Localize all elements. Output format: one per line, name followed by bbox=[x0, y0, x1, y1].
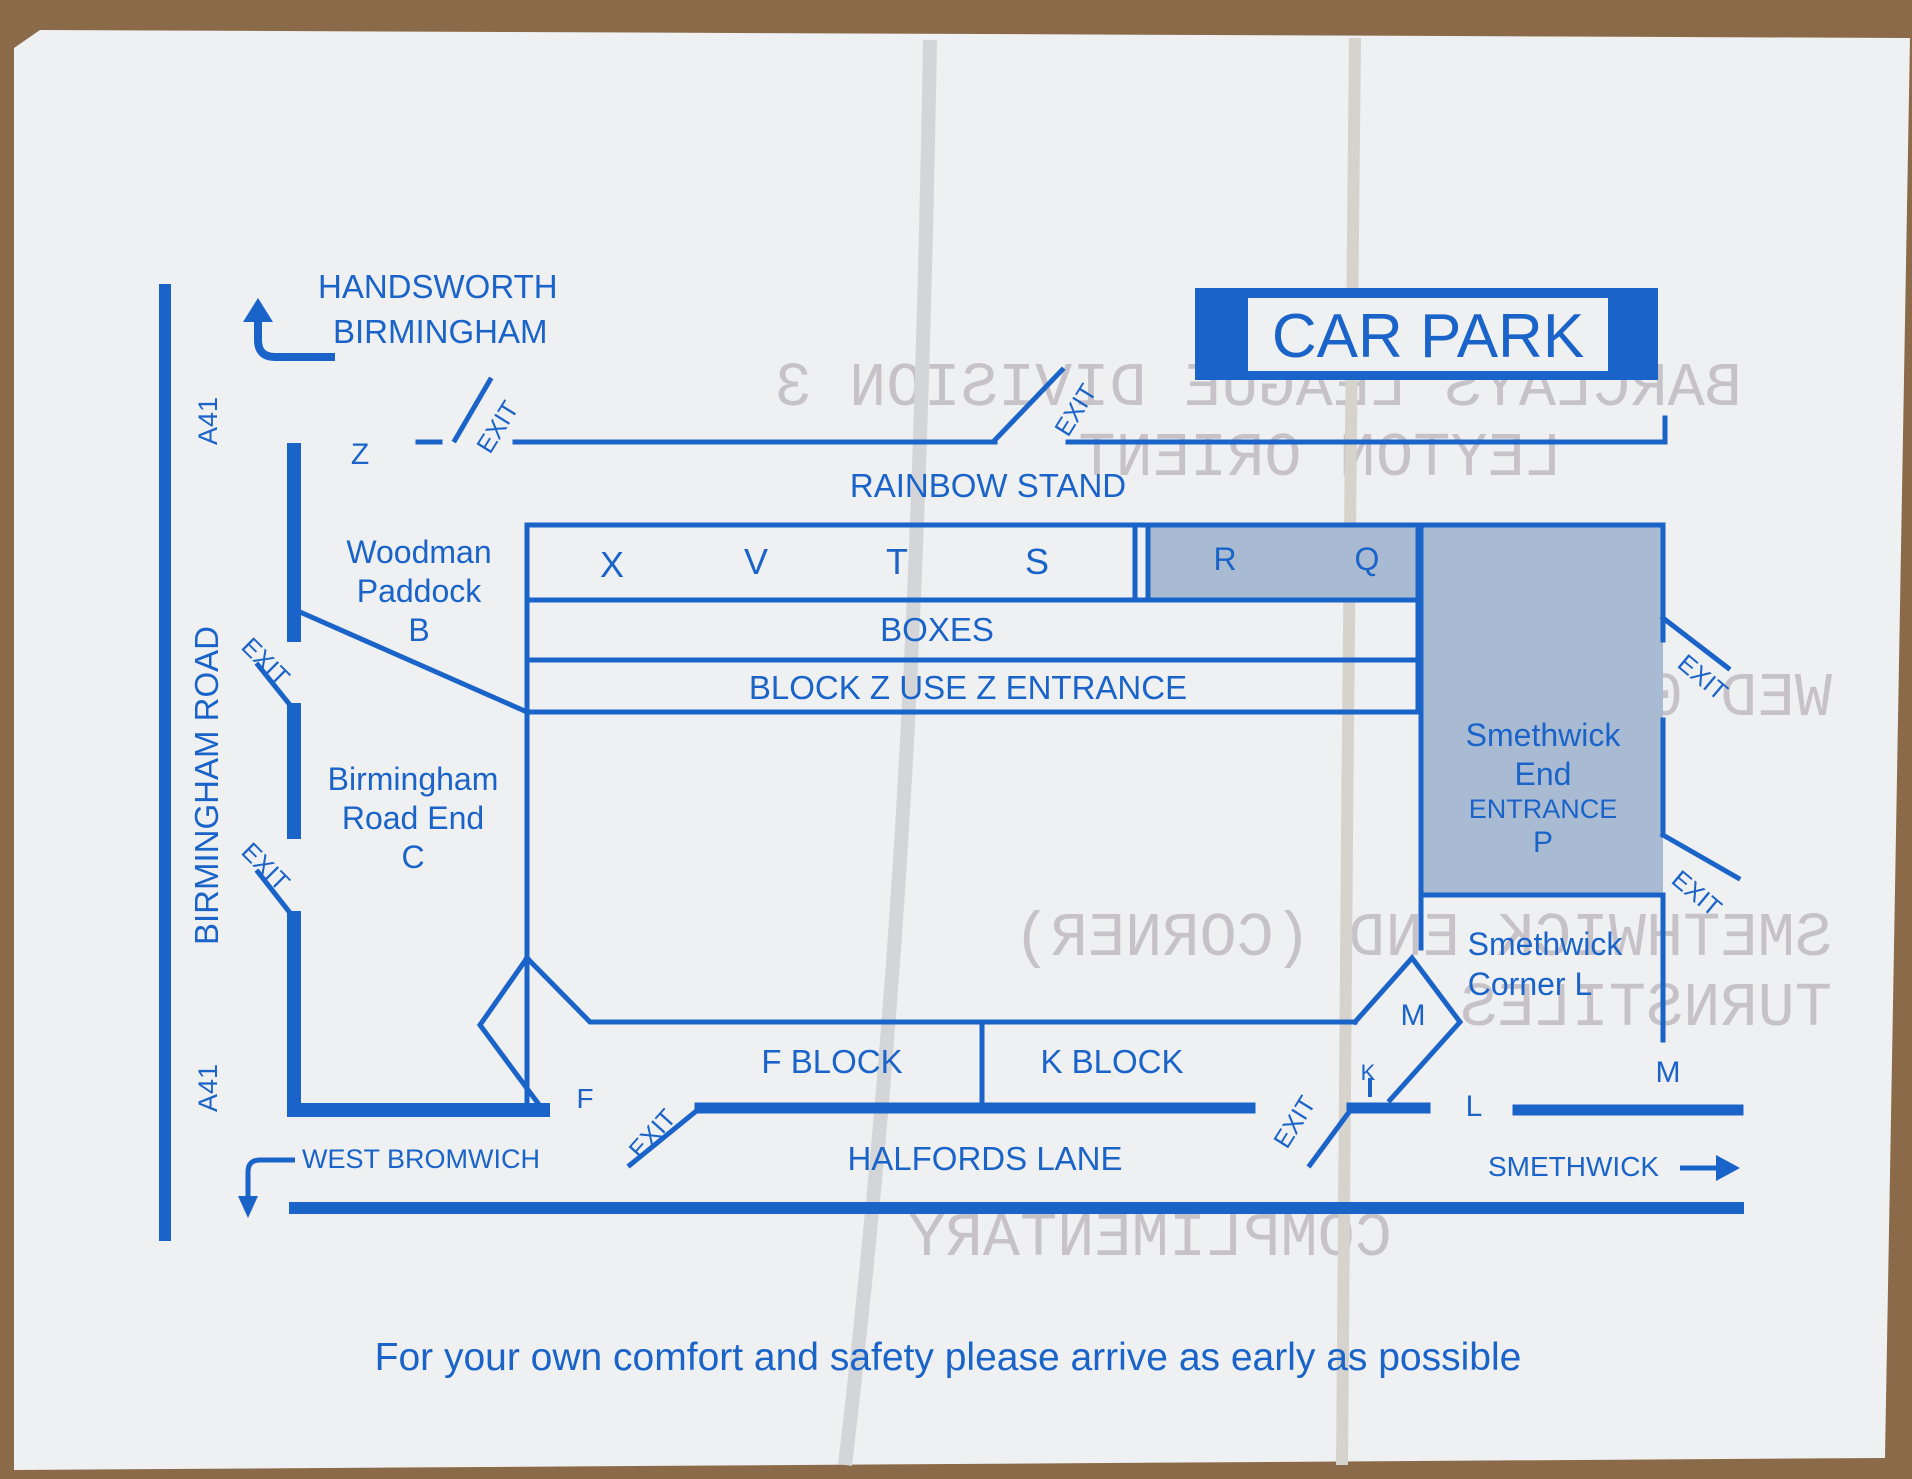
car-park-label: CAR PARK bbox=[1272, 302, 1584, 371]
block-q: Q bbox=[1355, 541, 1380, 577]
a41-top-label: A41 bbox=[193, 397, 223, 445]
footer-note: For your own comfort and safety please a… bbox=[375, 1336, 1522, 1379]
fold-crease-right bbox=[1336, 37, 1361, 1466]
birmingham-road-label: BIRMINGHAM ROAD bbox=[188, 626, 225, 945]
reverse-print-bleed: BARCLAYS LEAGUE DIVISION 3 LEYTON ORIENT… bbox=[775, 353, 1832, 1274]
west-bromwich-label: WEST BROMWICH bbox=[302, 1144, 540, 1174]
direction-arrows bbox=[238, 298, 1740, 1218]
smethwick-end-line-1: Smethwick bbox=[1466, 717, 1622, 753]
gate-k-label: K bbox=[1361, 1060, 1376, 1085]
exit-gate-right-2 bbox=[1659, 831, 1742, 882]
handsworth-label: HANDSWORTH bbox=[318, 268, 558, 305]
exit-gate-left-1 bbox=[254, 661, 298, 714]
woodman-line-1: Woodman bbox=[346, 534, 491, 570]
k-block-label: K BLOCK bbox=[1040, 1043, 1183, 1080]
smethwick-label: SMETHWICK bbox=[1488, 1151, 1659, 1182]
woodman-line-2: Paddock bbox=[357, 573, 483, 609]
brum-end-line-1: Birmingham bbox=[328, 761, 499, 797]
bleed-line-6: COMPLIMENTARY bbox=[908, 1203, 1392, 1274]
lower-corner-left bbox=[476, 954, 547, 1114]
shaded-smethwick-end bbox=[1423, 523, 1663, 895]
smethwick-end-line-2: End bbox=[1515, 756, 1572, 792]
gate-m-right-label: M bbox=[1656, 1056, 1681, 1089]
west-bromwich-arrowhead-icon bbox=[238, 1196, 258, 1218]
handsworth-arrow-icon bbox=[254, 310, 335, 361]
smethwick-corner-line-2: Corner L bbox=[1468, 966, 1593, 1002]
left-wall-bottom bbox=[287, 911, 550, 1117]
smethwick-corner-line-1: Smethwick bbox=[1468, 926, 1624, 962]
smethwick-end-line-3: ENTRANCE bbox=[1469, 794, 1618, 824]
block-v: V bbox=[744, 541, 768, 582]
woodman-diagonal bbox=[296, 608, 531, 716]
exit-gate-z-1 bbox=[451, 376, 494, 444]
west-bromwich-arrow-icon bbox=[245, 1157, 295, 1200]
f-block-label: F BLOCK bbox=[761, 1043, 902, 1080]
car-park-inner bbox=[1248, 298, 1608, 371]
block-t: T bbox=[886, 541, 908, 582]
exit-gate-bottom-2 bbox=[1306, 1104, 1356, 1169]
lower-corner-right bbox=[1351, 954, 1464, 1104]
bleed-line-5: TURNSTILES bbox=[1460, 973, 1832, 1044]
gate-f-label: F bbox=[576, 1083, 593, 1114]
halfords-lane-label: HALFORDS LANE bbox=[847, 1140, 1122, 1177]
map-lines bbox=[159, 284, 1744, 1241]
lower-stand-top bbox=[523, 954, 1358, 1025]
main-stand-outline bbox=[524, 522, 1421, 1113]
rainbow-stand-label: RAINBOW STAND bbox=[850, 467, 1126, 504]
exit-gate-z-2 bbox=[991, 366, 1066, 444]
shaded-block-r-q bbox=[1150, 523, 1418, 598]
brum-end-line-2: Road End bbox=[342, 800, 484, 836]
brum-end-line-3: C bbox=[401, 839, 424, 875]
gate-m-corner-label: M bbox=[1401, 999, 1426, 1032]
smethwick-arrowhead-icon bbox=[1716, 1155, 1740, 1181]
exit-gate-bottom-1 bbox=[626, 1104, 704, 1169]
exit-gate-left-2 bbox=[254, 868, 298, 922]
block-z-note: BLOCK Z USE Z ENTRANCE bbox=[749, 669, 1187, 706]
woodman-line-3: B bbox=[408, 612, 429, 648]
bleed-line-2: LEYTON ORIENT bbox=[1078, 423, 1562, 494]
birmingham-label: BIRMINGHAM bbox=[333, 313, 548, 350]
handsworth-arrowhead-icon bbox=[243, 298, 273, 322]
block-r: R bbox=[1213, 541, 1236, 577]
fold-crease-left bbox=[838, 39, 937, 1466]
gate-l-label: L bbox=[1466, 1090, 1483, 1123]
rainbow-boundary-c bbox=[1065, 415, 1668, 445]
block-s: S bbox=[1025, 541, 1049, 582]
exit-gate-right-1 bbox=[1659, 614, 1732, 672]
block-x: X bbox=[600, 544, 624, 585]
gate-z-label: Z bbox=[351, 438, 369, 471]
a41-bottom-label: A41 bbox=[193, 1064, 223, 1112]
boxes-label: BOXES bbox=[880, 611, 994, 648]
smethwick-end-line-4: P bbox=[1533, 826, 1553, 859]
